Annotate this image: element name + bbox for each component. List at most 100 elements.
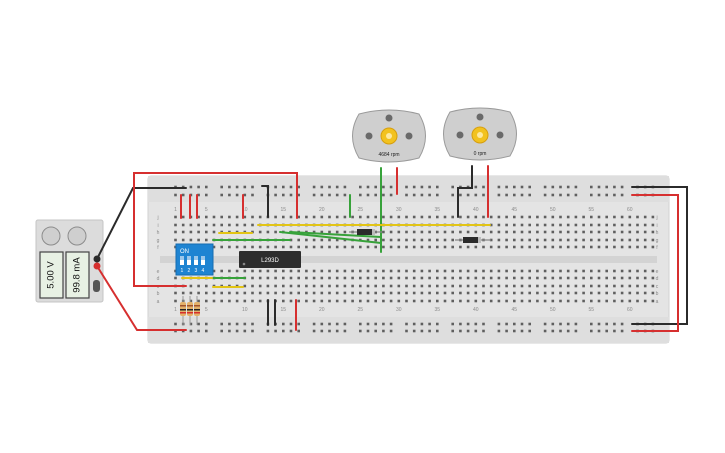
breadboard-hole[interactable] <box>551 223 555 227</box>
breadboard-hole[interactable] <box>520 299 524 303</box>
breadboard-hole[interactable] <box>405 322 408 326</box>
breadboard-hole[interactable] <box>228 329 231 333</box>
breadboard-hole[interactable] <box>543 245 547 249</box>
breadboard-hole[interactable] <box>582 245 585 249</box>
breadboard-hole[interactable] <box>289 329 293 333</box>
breadboard-hole[interactable] <box>543 269 547 273</box>
breadboard-hole[interactable] <box>528 291 531 295</box>
breadboard-hole[interactable] <box>366 276 370 280</box>
breadboard-hole[interactable] <box>590 238 593 242</box>
breadboard-hole[interactable] <box>620 193 624 197</box>
motor-2[interactable]: 0 rpm <box>443 107 517 161</box>
breadboard-hole[interactable] <box>282 284 285 288</box>
breadboard-hole[interactable] <box>251 284 254 288</box>
breadboard-hole[interactable] <box>566 223 570 227</box>
breadboard-hole[interactable] <box>428 299 431 303</box>
breadboard-hole[interactable] <box>359 329 362 333</box>
breadboard-hole[interactable] <box>628 230 632 234</box>
breadboard-hole[interactable] <box>351 245 354 249</box>
breadboard-hole[interactable] <box>335 185 339 189</box>
breadboard-hole[interactable] <box>420 269 424 273</box>
breadboard-hole[interactable] <box>351 215 354 219</box>
breadboard-hole[interactable] <box>620 276 624 280</box>
breadboard-hole[interactable] <box>605 284 608 288</box>
breadboard-hole[interactable] <box>643 276 647 280</box>
breadboard-hole[interactable] <box>405 284 408 288</box>
breadboard-hole[interactable] <box>397 230 401 234</box>
breadboard-hole[interactable] <box>528 269 531 273</box>
breadboard-hole[interactable] <box>613 223 616 227</box>
breadboard-hole[interactable] <box>197 215 200 219</box>
breadboard-hole[interactable] <box>505 284 508 288</box>
breadboard-hole[interactable] <box>505 215 508 219</box>
breadboard-hole[interactable] <box>312 291 316 295</box>
breadboard-hole[interactable] <box>428 245 431 249</box>
breadboard-hole[interactable] <box>543 185 547 189</box>
breadboard-hole[interactable] <box>274 193 277 197</box>
breadboard-hole[interactable] <box>328 284 331 288</box>
breadboard-hole[interactable] <box>474 230 478 234</box>
breadboard-hole[interactable] <box>497 284 501 288</box>
breadboard-hole[interactable] <box>605 185 608 189</box>
breadboard-hole[interactable] <box>628 291 632 295</box>
breadboard-hole[interactable] <box>651 284 655 288</box>
breadboard-hole[interactable] <box>359 269 362 273</box>
breadboard-hole[interactable] <box>590 269 593 273</box>
breadboard-hole[interactable] <box>489 299 493 303</box>
breadboard-hole[interactable] <box>382 329 385 333</box>
breadboard-hole[interactable] <box>590 193 593 197</box>
breadboard-hole[interactable] <box>489 223 493 227</box>
breadboard-hole[interactable] <box>343 230 347 234</box>
breadboard-hole[interactable] <box>243 245 247 249</box>
breadboard-hole[interactable] <box>420 291 424 295</box>
breadboard-hole[interactable] <box>497 276 501 280</box>
breadboard-hole[interactable] <box>412 215 416 219</box>
breadboard-hole[interactable] <box>505 269 508 273</box>
breadboard-hole[interactable] <box>320 329 324 333</box>
breadboard-hole[interactable] <box>643 269 647 273</box>
breadboard-hole[interactable] <box>359 284 362 288</box>
breadboard-hole[interactable] <box>474 299 478 303</box>
breadboard-hole[interactable] <box>443 284 447 288</box>
breadboard-hole[interactable] <box>597 276 601 280</box>
breadboard-hole[interactable] <box>505 238 508 242</box>
breadboard-hole[interactable] <box>628 299 632 303</box>
breadboard-hole[interactable] <box>636 276 639 280</box>
breadboard-hole[interactable] <box>328 185 331 189</box>
breadboard-hole[interactable] <box>520 329 524 333</box>
breadboard-hole[interactable] <box>289 215 293 219</box>
breadboard-hole[interactable] <box>528 322 531 326</box>
breadboard-hole[interactable] <box>305 291 308 295</box>
breadboard-hole[interactable] <box>582 291 585 295</box>
breadboard-hole[interactable] <box>497 299 501 303</box>
breadboard-hole[interactable] <box>451 291 454 295</box>
breadboard-hole[interactable] <box>251 230 254 234</box>
breadboard-hole[interactable] <box>582 284 585 288</box>
breadboard-hole[interactable] <box>559 291 562 295</box>
breadboard-hole[interactable] <box>513 185 516 189</box>
breadboard-hole[interactable] <box>320 299 324 303</box>
breadboard-hole[interactable] <box>590 322 593 326</box>
breadboard-hole[interactable] <box>220 322 223 326</box>
breadboard-hole[interactable] <box>228 245 231 249</box>
breadboard-hole[interactable] <box>474 185 478 189</box>
breadboard-hole[interactable] <box>389 245 393 249</box>
breadboard-hole[interactable] <box>282 185 285 189</box>
breadboard-hole[interactable] <box>343 193 347 197</box>
wire-rail-right-black[interactable] <box>631 186 688 325</box>
breadboard-hole[interactable] <box>305 245 308 249</box>
breadboard-hole[interactable] <box>266 291 270 295</box>
breadboard-hole[interactable] <box>174 223 177 227</box>
breadboard-hole[interactable] <box>605 291 608 295</box>
breadboard-hole[interactable] <box>489 230 493 234</box>
breadboard-hole[interactable] <box>482 276 485 280</box>
breadboard-hole[interactable] <box>482 215 485 219</box>
breadboard-hole[interactable] <box>536 215 539 219</box>
breadboard-hole[interactable] <box>343 329 347 333</box>
breadboard-hole[interactable] <box>258 299 262 303</box>
breadboard-hole[interactable] <box>343 284 347 288</box>
breadboard-hole[interactable] <box>335 284 339 288</box>
breadboard-hole[interactable] <box>489 238 493 242</box>
breadboard-hole[interactable] <box>436 185 439 189</box>
